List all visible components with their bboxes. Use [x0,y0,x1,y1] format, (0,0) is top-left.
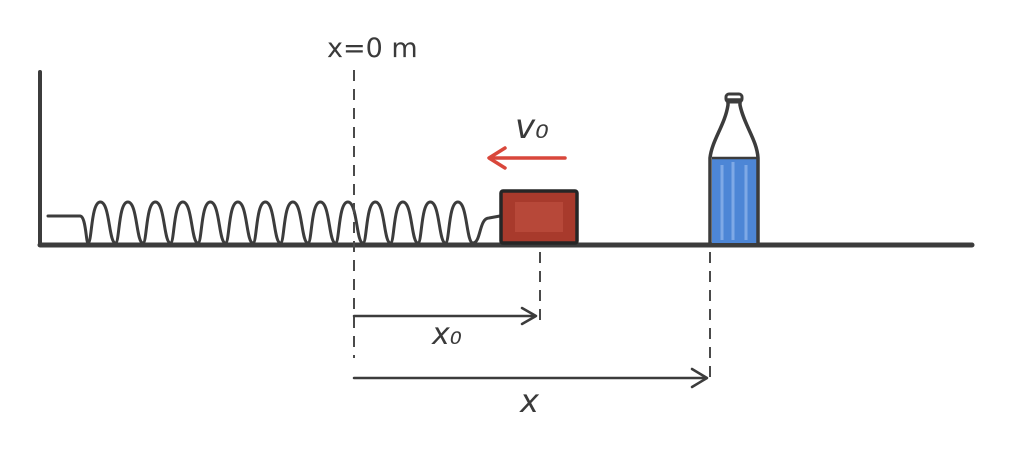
velocity-label: v₀ [515,107,549,147]
position-arrow [352,367,709,389]
velocity-arrow [487,146,567,170]
initial-position-label: x₀ [431,317,462,352]
origin-label: x=0 m [327,33,418,64]
block-icon [499,189,579,245]
initial-position-arrow [352,306,538,326]
position-label: x [519,382,540,420]
bottle-icon [708,92,760,245]
spring-icon [46,200,502,245]
